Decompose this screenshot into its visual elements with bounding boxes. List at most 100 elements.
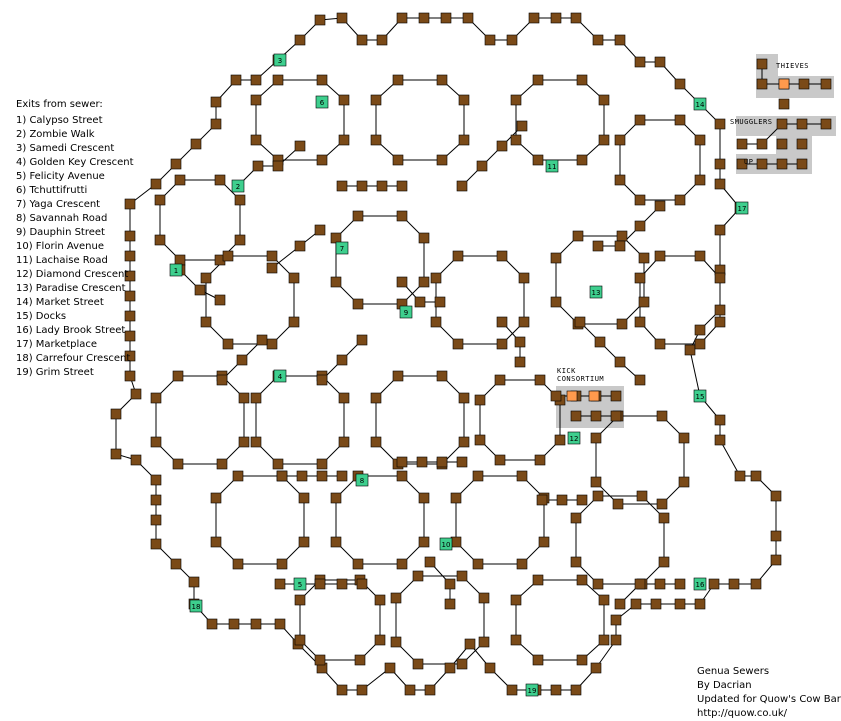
sewer-room [336,684,348,696]
sewer-room [694,324,706,336]
sewer-room [532,654,544,666]
sewer-room [674,194,686,206]
sewer-exit-marker [567,431,581,445]
sewer-room [314,224,326,236]
sewer-room [654,250,666,262]
sewer-room [200,316,212,328]
sewer-room [336,354,348,366]
legend-item: 16) Lady Brook Street [16,325,126,336]
sewer-room [430,272,442,284]
sewer-room [150,514,162,526]
sewer-room [694,250,706,262]
sewer-room [534,454,546,466]
sewer-room [384,662,396,674]
sewer-room [484,34,496,46]
sewer-room [614,134,626,146]
sewer-room [256,334,268,346]
sewer-room [124,198,136,210]
sewer-room [124,270,136,282]
sewer-room [294,634,306,646]
sewer-room [330,276,342,288]
sewer-room [634,578,646,590]
sewer-room [634,220,646,232]
sewer-room [174,254,186,266]
sewer-room [650,598,662,610]
sewer-room [532,574,544,586]
sewer-room [352,210,364,222]
sewer-room [756,58,768,70]
sewer-room [418,536,430,548]
sewer-room [298,492,310,504]
sewer-exit-number: 13 [592,289,601,297]
sewer-room [478,636,490,648]
sewer-room [506,684,518,696]
sewer-room [796,138,808,150]
sewer-room [694,134,706,146]
sewer-room [770,490,782,502]
kick-label: KICK [557,367,576,375]
sewer-exit-number: 18 [192,603,201,611]
sewer-room [450,536,462,548]
sewer-room [714,158,726,170]
sewer-room [496,140,508,152]
sewer-room [130,454,142,466]
exit-legend: Exits from sewer: 1) Calypso Street 2) Z… [16,98,134,380]
sewer-room [776,158,788,170]
sewer-room [396,470,408,482]
sewer-room [728,578,740,590]
sewer-room [714,434,726,446]
sewer-room [440,12,452,24]
sewer-room [316,74,328,86]
sewer-room [550,684,562,696]
sewer-room [250,134,262,146]
sewer-room [594,336,606,348]
sewer-room [396,210,408,222]
sewer-room [174,174,186,186]
sewer-room [634,272,646,284]
sewer-room [214,294,226,306]
sewer-room [770,530,782,542]
sewer-room [272,160,284,172]
sewer-room [316,374,328,386]
sewer-exit-number: 17 [738,205,747,213]
sewer-room [352,558,364,570]
sewer-room [458,392,470,404]
sewer-room [474,394,486,406]
sewer-room [570,512,582,524]
sewer-room [756,138,768,150]
sewer-room [598,594,610,606]
legend-item: 19) Grim Street [16,367,94,378]
sewer-room [452,250,464,262]
sewer-room [150,474,162,486]
sewer-room [532,74,544,86]
sewer-exit-marker [273,53,287,67]
sewer-room [576,154,588,166]
sewer-room [250,94,262,106]
sewer-room [338,134,350,146]
sewer-room [234,194,246,206]
sewer-room [796,118,808,130]
sewer-room [154,234,166,246]
sewer-room [576,74,588,86]
consortium-label: CONSORTIUM [557,375,605,383]
sewer-room [294,240,306,252]
sewer-room [266,250,278,262]
sewer-room [462,12,474,24]
legend-heading: Exits from sewer: [16,99,103,110]
sewer-room [236,354,248,366]
sewer-room [390,636,402,648]
sewer-room [656,498,668,510]
sewer-room [436,154,448,166]
sewer-room [444,662,456,674]
sewer-room [444,598,456,610]
sewer-room [714,272,726,284]
sewer-room [330,492,342,504]
sewer-room [514,336,526,348]
sewer-room [288,272,300,284]
sewer-room [654,338,666,350]
sewer-exit-number: 1 [174,267,178,275]
sewer-room [750,470,762,482]
sewer-room [570,684,582,696]
kick-special-room [588,390,600,402]
sewer-room [250,436,262,448]
